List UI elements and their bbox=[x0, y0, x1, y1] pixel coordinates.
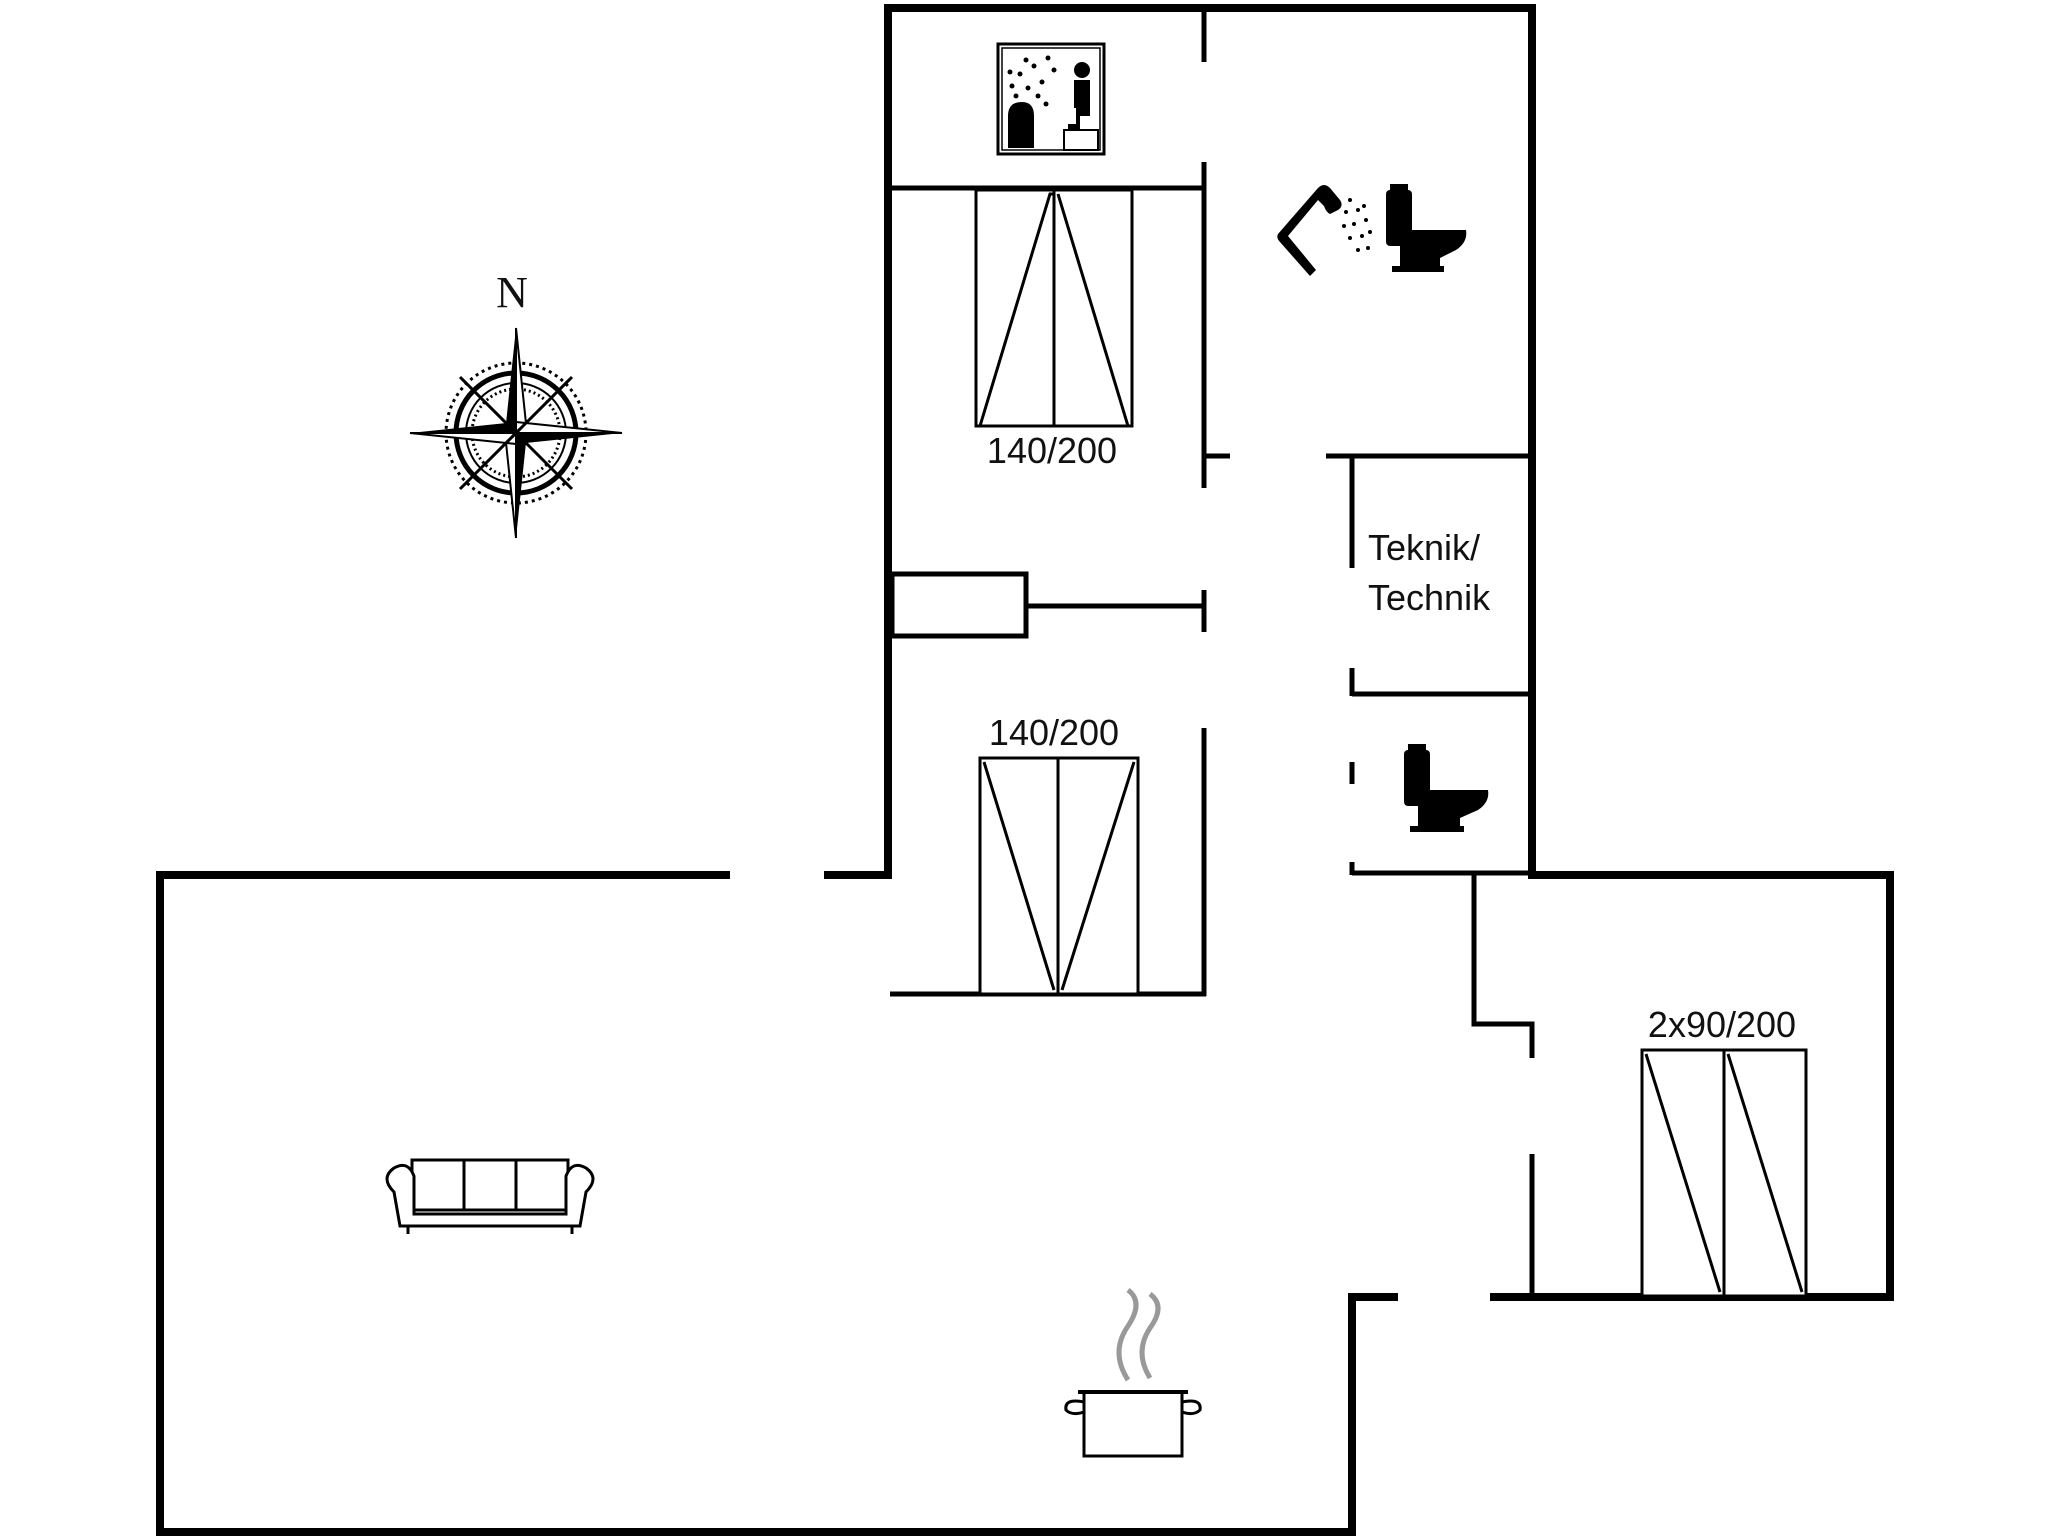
cooking-pot-icon bbox=[1064, 1288, 1202, 1458]
compass-rose: N bbox=[409, 268, 623, 539]
bed-size-label-upper: 140/200 bbox=[987, 430, 1117, 471]
twin-beds-right bbox=[1640, 1048, 1808, 1298]
sauna-icon bbox=[996, 42, 1106, 156]
double-bed-upper bbox=[974, 188, 1134, 428]
toilet-icon bbox=[1386, 184, 1467, 272]
bed-size-label-right: 2x90/200 bbox=[1648, 1004, 1796, 1045]
wc-toilet-icon bbox=[1404, 744, 1489, 832]
technical-room-label-line1: Teknik/ bbox=[1368, 527, 1480, 568]
compass-north-label: N bbox=[496, 268, 528, 317]
bed-size-label-middle: 140/200 bbox=[989, 712, 1119, 753]
technical-room-label-line2: Technik bbox=[1368, 577, 1491, 618]
shower-icon bbox=[1277, 185, 1372, 276]
sofa-icon bbox=[385, 1158, 595, 1234]
double-bed-middle bbox=[978, 756, 1140, 996]
